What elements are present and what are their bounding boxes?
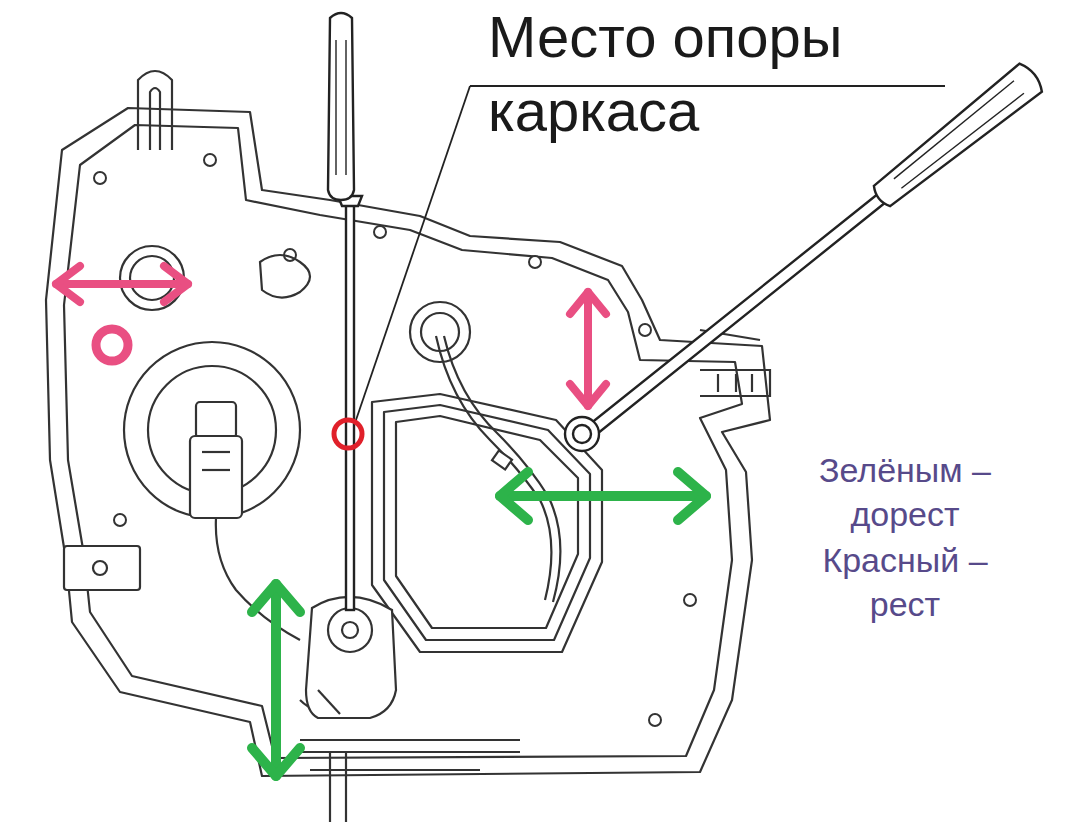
right-bracket-part <box>735 374 737 392</box>
right-bracket-part <box>751 374 753 392</box>
housing-bolts <box>94 154 696 726</box>
right-bracket-part <box>717 374 719 392</box>
housing-bolts-part <box>639 324 651 336</box>
restyling-arrows-part <box>96 329 128 361</box>
round-housings-part <box>421 313 459 351</box>
bottom-linkage-part <box>329 752 331 822</box>
sensor-connector-part <box>190 436 242 518</box>
round-housings-part <box>124 342 300 518</box>
housing-bolts-part <box>94 172 106 184</box>
restyling-arrows-part <box>56 266 80 302</box>
support-point-label: Место опоры каркаса <box>488 0 968 148</box>
screwdriver-diagonal-part <box>868 61 1046 213</box>
housing-bolts-part <box>649 714 661 726</box>
housing-outline-part <box>64 125 742 758</box>
pre-restyling-arrows-part <box>252 584 300 612</box>
sensor-connector-part <box>202 469 230 471</box>
housing-outline-part <box>46 108 770 776</box>
selector-lever-part <box>328 608 372 652</box>
right-bracket-part <box>700 370 770 396</box>
left-bracket <box>64 546 140 590</box>
restyling-arrows-part <box>56 280 188 288</box>
restyling-arrows-part <box>570 384 606 406</box>
round-housings-part <box>260 255 310 298</box>
housing-bolts-part <box>374 226 386 238</box>
screwdriver-diagonal-part <box>565 417 599 451</box>
left-bracket-part <box>93 561 107 575</box>
sensor-connector-part <box>202 451 230 453</box>
housing-outline-part <box>150 88 160 150</box>
sensor-connector <box>190 402 300 640</box>
pre-restyling-arrows <box>252 472 706 776</box>
bottom-linkage-part <box>345 752 347 822</box>
pre-restyling-arrows-part <box>500 472 528 520</box>
restyling-arrows-part <box>584 292 592 406</box>
hose <box>436 336 560 602</box>
restyling-arrows-part <box>570 292 606 314</box>
selector-lever-part <box>342 622 358 638</box>
screwdriver-vertical <box>328 13 362 610</box>
screwdriver-diagonal-part <box>901 92 1024 190</box>
left-bracket-part <box>64 546 140 590</box>
housing-outline <box>46 71 770 776</box>
selector-lever-part <box>306 597 396 718</box>
sensor-connector-part <box>216 518 300 640</box>
bottom-linkage-part <box>300 739 520 741</box>
housing-outline-part <box>138 71 172 150</box>
bottom-linkage-part <box>310 769 480 771</box>
pre-restyling-arrows-part <box>271 584 281 776</box>
screwdriver-diagonal-part <box>573 425 591 443</box>
oil-pan-part <box>372 394 602 652</box>
oil-pan-part <box>396 416 578 628</box>
housing-bolts-part <box>684 594 696 606</box>
leader-line-part <box>356 86 470 420</box>
screwdriver-vertical-part <box>345 40 346 175</box>
housing-bolts-part <box>529 256 541 268</box>
hose-part <box>492 450 512 469</box>
round-housings-part <box>130 256 174 300</box>
selector-lever <box>306 597 396 718</box>
legend-note: Зелёным – дорест <box>800 448 1010 536</box>
support-point-marker <box>334 420 362 448</box>
oil-pan-part <box>384 405 590 640</box>
screwdriver-vertical-part <box>328 13 354 200</box>
restyling-arrows <box>56 266 606 406</box>
screwdriver-vertical-part <box>335 40 336 175</box>
hose-part <box>444 336 560 602</box>
screwdriver-diagonal-part <box>585 193 886 438</box>
sensor-connector-part <box>196 402 236 438</box>
selector-lever-part <box>318 690 340 714</box>
housing-bolts-part <box>114 514 126 526</box>
screwdriver-vertical-part <box>346 200 354 610</box>
housing-bolts-part <box>204 154 216 166</box>
bottom-linkage-part <box>300 751 520 753</box>
screwdriver-diagonal-part <box>893 81 1016 179</box>
pre-restyling-arrows-part <box>252 748 300 776</box>
restyling-arrows-part <box>164 266 188 302</box>
hose-part <box>436 336 551 600</box>
support-point-marker-part <box>334 420 362 448</box>
pre-restyling-arrows-part <box>678 472 706 520</box>
pre-restyling-arrows-part <box>500 491 706 501</box>
oil-pan <box>372 394 602 652</box>
screwdriver-diagonal-part <box>868 61 1046 213</box>
legend-note: Красный – рест <box>800 538 1010 626</box>
